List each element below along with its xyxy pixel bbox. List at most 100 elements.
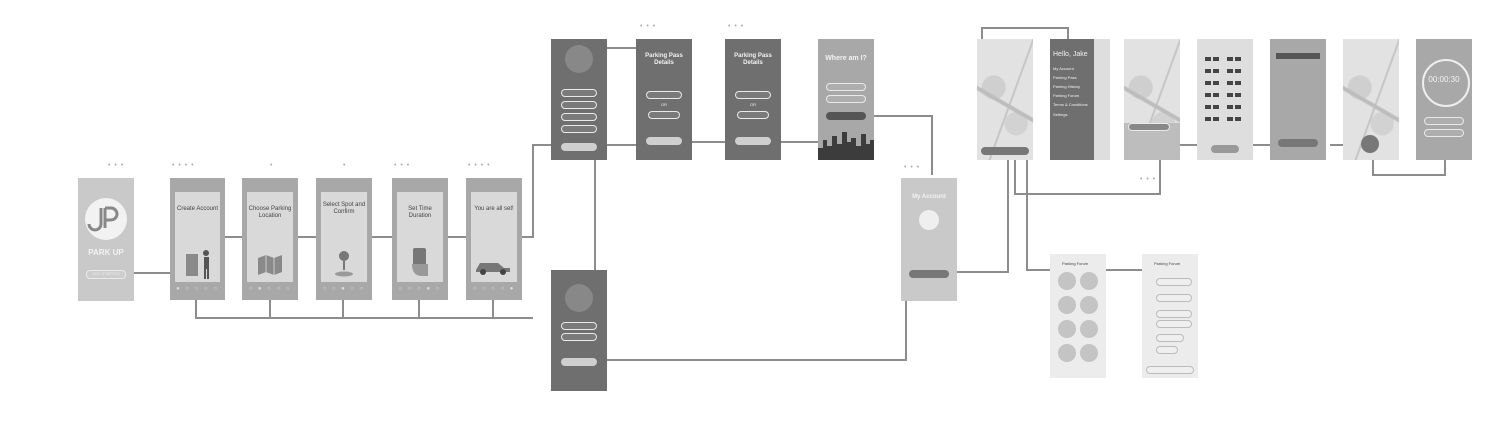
menu-item-history[interactable]: Parking History: [1053, 84, 1081, 89]
logo-icon: [85, 198, 127, 240]
confirm-screen: [1270, 39, 1326, 160]
name-field[interactable]: [561, 113, 597, 121]
screen-label-dots: •: [270, 162, 274, 169]
timer-ring: [1422, 59, 1470, 107]
logo-icon: [565, 284, 593, 312]
search-map-screen: [1124, 39, 1180, 160]
parking-pass-screen-2: Parking Pass Details OR: [725, 39, 781, 160]
map-screen: [977, 39, 1033, 160]
onboarding-title: Choose Parking Location: [248, 206, 292, 219]
confirm-button[interactable]: [1278, 139, 1318, 147]
parking-pass-title: Parking Pass Details: [734, 53, 772, 66]
city-skyline-icon: [818, 130, 874, 160]
onboarding-choose-location: Choose Parking Location ○ ● ○ ○ ○: [242, 178, 298, 300]
onboarding-create-account: Create Account ● ○ ○ ○ ○: [170, 178, 225, 300]
password-field[interactable]: [561, 101, 597, 109]
timer-screen: 00:00:30: [1416, 39, 1472, 160]
password-field[interactable]: [561, 333, 597, 341]
menu-item-settings[interactable]: Settings: [1053, 112, 1068, 117]
email-field[interactable]: [561, 89, 597, 97]
side-menu-screen: Hello, Jake My Account Parking Pass Park…: [1050, 39, 1094, 160]
confirm-field[interactable]: [561, 125, 597, 133]
parking-spots-grid: [1205, 57, 1241, 121]
brand-name: PARK UP: [88, 248, 124, 257]
locate-button[interactable]: [826, 112, 866, 120]
onboarding-select-spot: Select Spot and Confirm ○ ○ ● ○ ○: [316, 178, 372, 300]
message-input[interactable]: [1146, 366, 1194, 374]
pass-number-field[interactable]: [735, 91, 771, 99]
page-indicator: ○ ○ ● ○ ○: [322, 286, 366, 292]
selected-spots-bar: [1276, 53, 1320, 59]
pass-number-field[interactable]: [646, 91, 682, 99]
avatar: [919, 210, 939, 230]
map-icon: [256, 254, 284, 276]
forum-title: Parking Forum: [1154, 261, 1181, 266]
splash-screen: PARK UP GET STARTED: [78, 178, 134, 301]
where-title: Where am I?: [825, 55, 867, 62]
location-pin-icon: [332, 248, 356, 278]
login-screen: [551, 39, 607, 160]
logo-icon: [565, 45, 593, 73]
forum-screen-1: Parking Forum: [1050, 254, 1106, 378]
submit-button[interactable]: [735, 137, 771, 145]
search-input[interactable]: [1128, 123, 1170, 131]
navigation-screen: [1343, 39, 1399, 160]
onboarding-title: Create Account: [176, 206, 219, 212]
parking-pass-title: Parking Pass Details: [645, 53, 683, 66]
destination-field[interactable]: [826, 95, 866, 103]
menu-item-pass[interactable]: Parking Pass: [1053, 75, 1077, 80]
find-parking-button[interactable]: [981, 147, 1029, 155]
map-background: [977, 39, 1033, 160]
page-indicator: ○ ● ○ ○ ○: [248, 286, 292, 292]
hand-phone-icon: [410, 246, 432, 278]
screen-label-dots: •: [343, 162, 347, 169]
menu-item-forum[interactable]: Parking Forum: [1053, 93, 1080, 98]
page-indicator: ○ ○ ○ ○ ●: [472, 286, 516, 292]
sign-up-button[interactable]: [561, 143, 597, 151]
scan-button[interactable]: [648, 111, 680, 119]
page-indicator: ● ○ ○ ○ ○: [176, 286, 219, 292]
onboarding-title: Select Spot and Confirm: [322, 202, 366, 215]
screen-label-dots: • • •: [904, 164, 921, 171]
onboarding-set-time: Set Time Duration ○ ○ ○ ● ○: [392, 178, 448, 300]
or-divider: OR: [750, 102, 756, 107]
car-icon: [474, 258, 514, 276]
screen-label-dots: • • • •: [172, 162, 195, 169]
forum-title: Parking Forum: [1062, 261, 1089, 266]
parking-pass-screen-1: Parking Pass Details OR: [636, 39, 692, 160]
parking-layout-screen: [1197, 39, 1253, 160]
get-started-button[interactable]: GET STARTED: [86, 270, 126, 279]
location-target-icon[interactable]: [1361, 135, 1379, 153]
account-title: My Account: [912, 194, 946, 200]
screen-label-dots: • • •: [1140, 176, 1157, 183]
screen-label-dots: • • • •: [468, 162, 491, 169]
screen-label-dots: • • •: [640, 23, 657, 30]
location-field[interactable]: [826, 83, 866, 91]
where-am-i-screen: Where am I?: [818, 39, 874, 160]
onboarding-title: You are all set!: [474, 206, 514, 212]
person-phone-icon: [184, 248, 212, 280]
extend-button[interactable]: [1424, 117, 1464, 125]
select-spot-button[interactable]: [1211, 145, 1239, 153]
email-field[interactable]: [561, 322, 597, 330]
sign-in-screen: [551, 270, 607, 391]
or-divider: OR: [661, 102, 667, 107]
end-parking-button[interactable]: [1424, 129, 1464, 137]
page-indicator: ○ ○ ○ ● ○: [398, 286, 442, 292]
screen-label-dots: • • •: [728, 23, 745, 30]
menu-greeting: Hello, Jake: [1053, 51, 1088, 58]
edit-profile-button[interactable]: [909, 270, 949, 278]
menu-item-account[interactable]: My Account: [1053, 66, 1074, 71]
screen-label-dots: • • •: [108, 162, 125, 169]
menu-item-terms[interactable]: Terms & Conditions: [1053, 102, 1088, 107]
screen-label-dots: • • •: [394, 162, 411, 169]
submit-button[interactable]: [646, 137, 682, 145]
menu-map-overlay: [1094, 39, 1110, 160]
forum-screen-2: Parking Forum: [1142, 254, 1198, 378]
onboarding-title: Set Time Duration: [408, 206, 432, 219]
my-account-screen: My Account: [901, 178, 957, 301]
onboarding-all-set: You are all set! ○ ○ ○ ○ ●: [466, 178, 522, 300]
scan-button[interactable]: [737, 111, 769, 119]
timer-value: 00:00:30: [1428, 75, 1460, 84]
sign-in-button[interactable]: [561, 358, 597, 366]
